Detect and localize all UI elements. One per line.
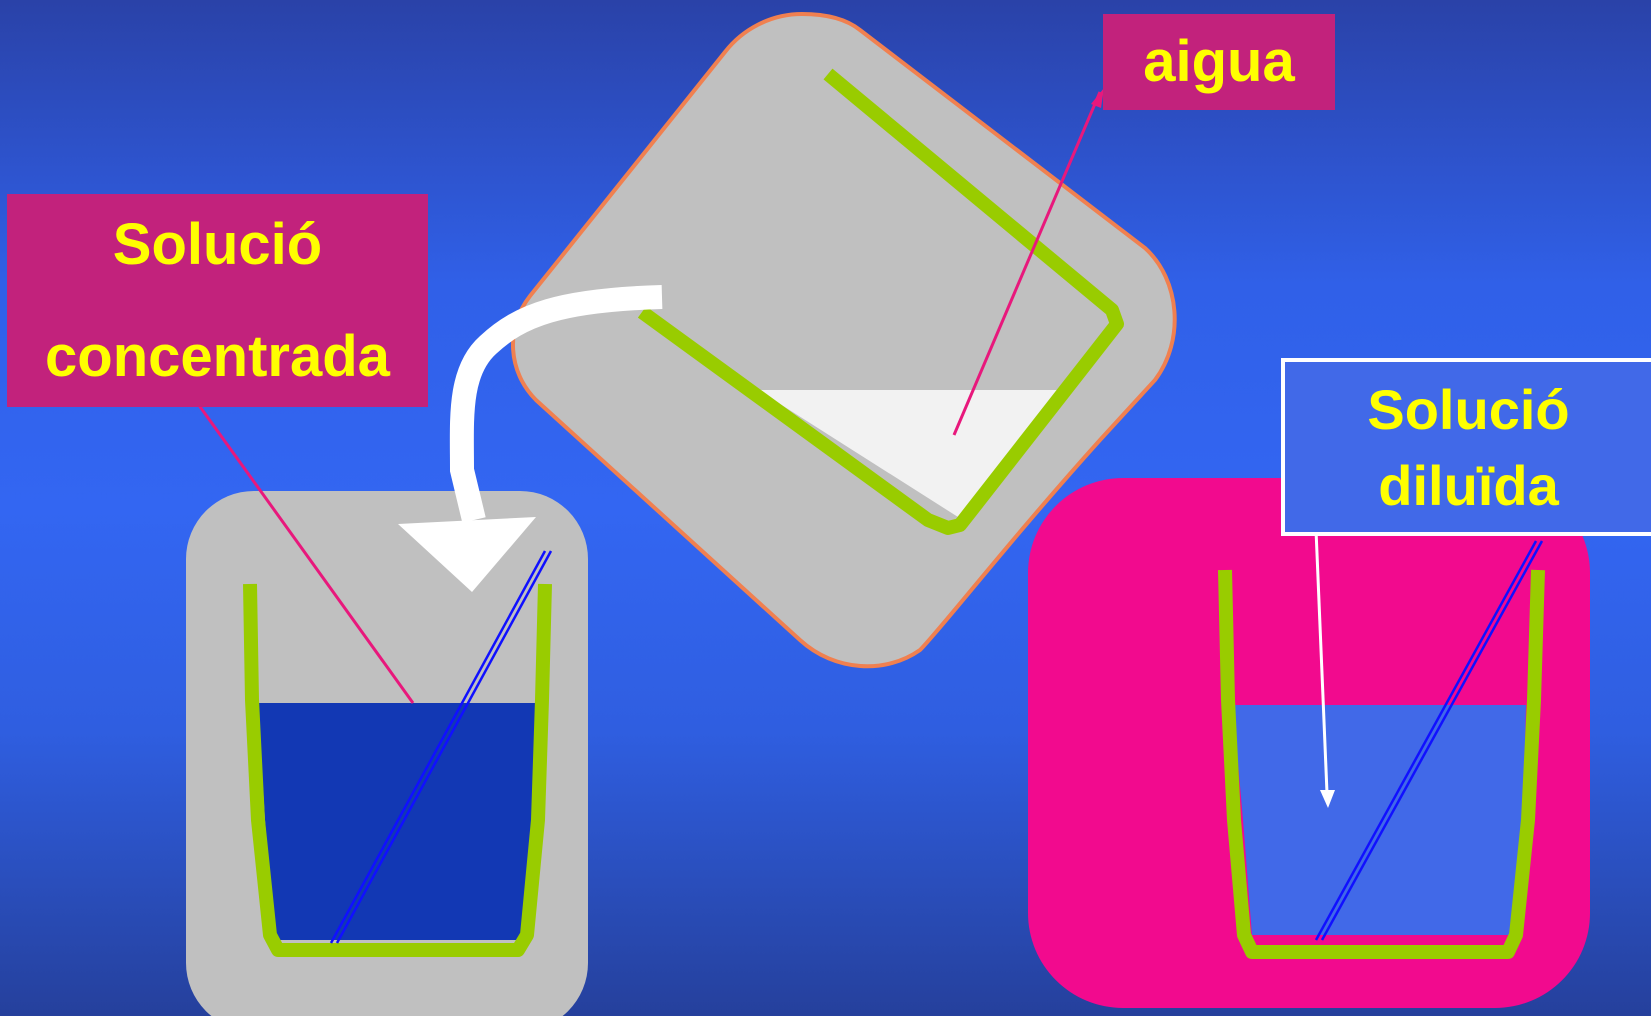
pour-arrow-shaft (449, 285, 663, 523)
concentrated-beaker-outline (243, 583, 552, 957)
diluted-pointer-arrowhead (1320, 790, 1335, 808)
diluted-label-line1: Solució (1367, 378, 1570, 441)
diluted-label-line2: diluïda (1378, 454, 1559, 517)
diluted-liquid (1233, 705, 1526, 935)
water-pointer-arrowhead (1091, 88, 1104, 108)
concentrated-label-line2: concentrada (45, 324, 390, 389)
diluted-solution-label: Solució diluïda (1281, 358, 1651, 536)
diluted-stirring-rod-b (1320, 540, 1544, 941)
water-flask-panel (511, 11, 1177, 669)
pour-arrow-head (398, 517, 536, 592)
diluted-beaker-group (1028, 478, 1590, 1008)
diluted-beaker-outline (1218, 569, 1545, 959)
water-liquid (758, 390, 1060, 517)
water-flask-group (511, 11, 1177, 669)
water-pointer-line (952, 91, 1102, 436)
concentrated-stirring-rod-a (329, 550, 547, 944)
water-flask-beaker-outline (637, 68, 1124, 535)
water-label: aigua (1103, 14, 1335, 110)
concentrated-stirring-rod-b (335, 550, 553, 944)
concentrated-solution-label: Solució concentrada (7, 194, 428, 407)
concentrated-label-line1: Solució (112, 212, 323, 277)
concentrated-pointer-line (186, 389, 415, 704)
water-label-text: aigua (1143, 29, 1295, 94)
diluted-stirring-rod-a (1314, 540, 1538, 941)
concentrated-beaker-group (186, 491, 588, 1016)
pour-arrow (398, 285, 663, 592)
